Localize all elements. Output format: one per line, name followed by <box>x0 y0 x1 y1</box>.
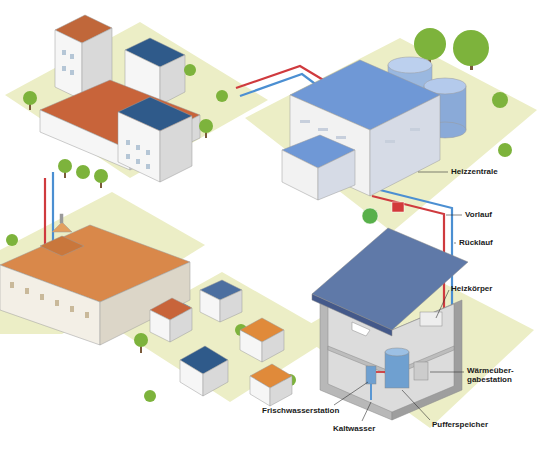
heating-plant <box>282 57 466 224</box>
ground-platforms <box>0 22 537 428</box>
callout-label: Heizzentrale <box>451 167 498 176</box>
cutaway-house <box>312 228 468 420</box>
callout-label: Pufferspeicher <box>432 420 488 429</box>
callout-label: Wärmeüber- gabestation <box>467 366 531 384</box>
callout-label: Rücklauf <box>459 238 493 247</box>
palace-building <box>0 214 190 345</box>
callout-label: Vorlauf <box>465 210 492 219</box>
apartment-buildings <box>40 15 200 182</box>
houses <box>150 280 292 406</box>
leader-lines <box>334 172 464 421</box>
callout-label: Kaltwasser <box>333 424 375 433</box>
callout-label: Heizkörper <box>451 284 492 293</box>
callout-label: Frischwasserstation <box>262 406 339 415</box>
